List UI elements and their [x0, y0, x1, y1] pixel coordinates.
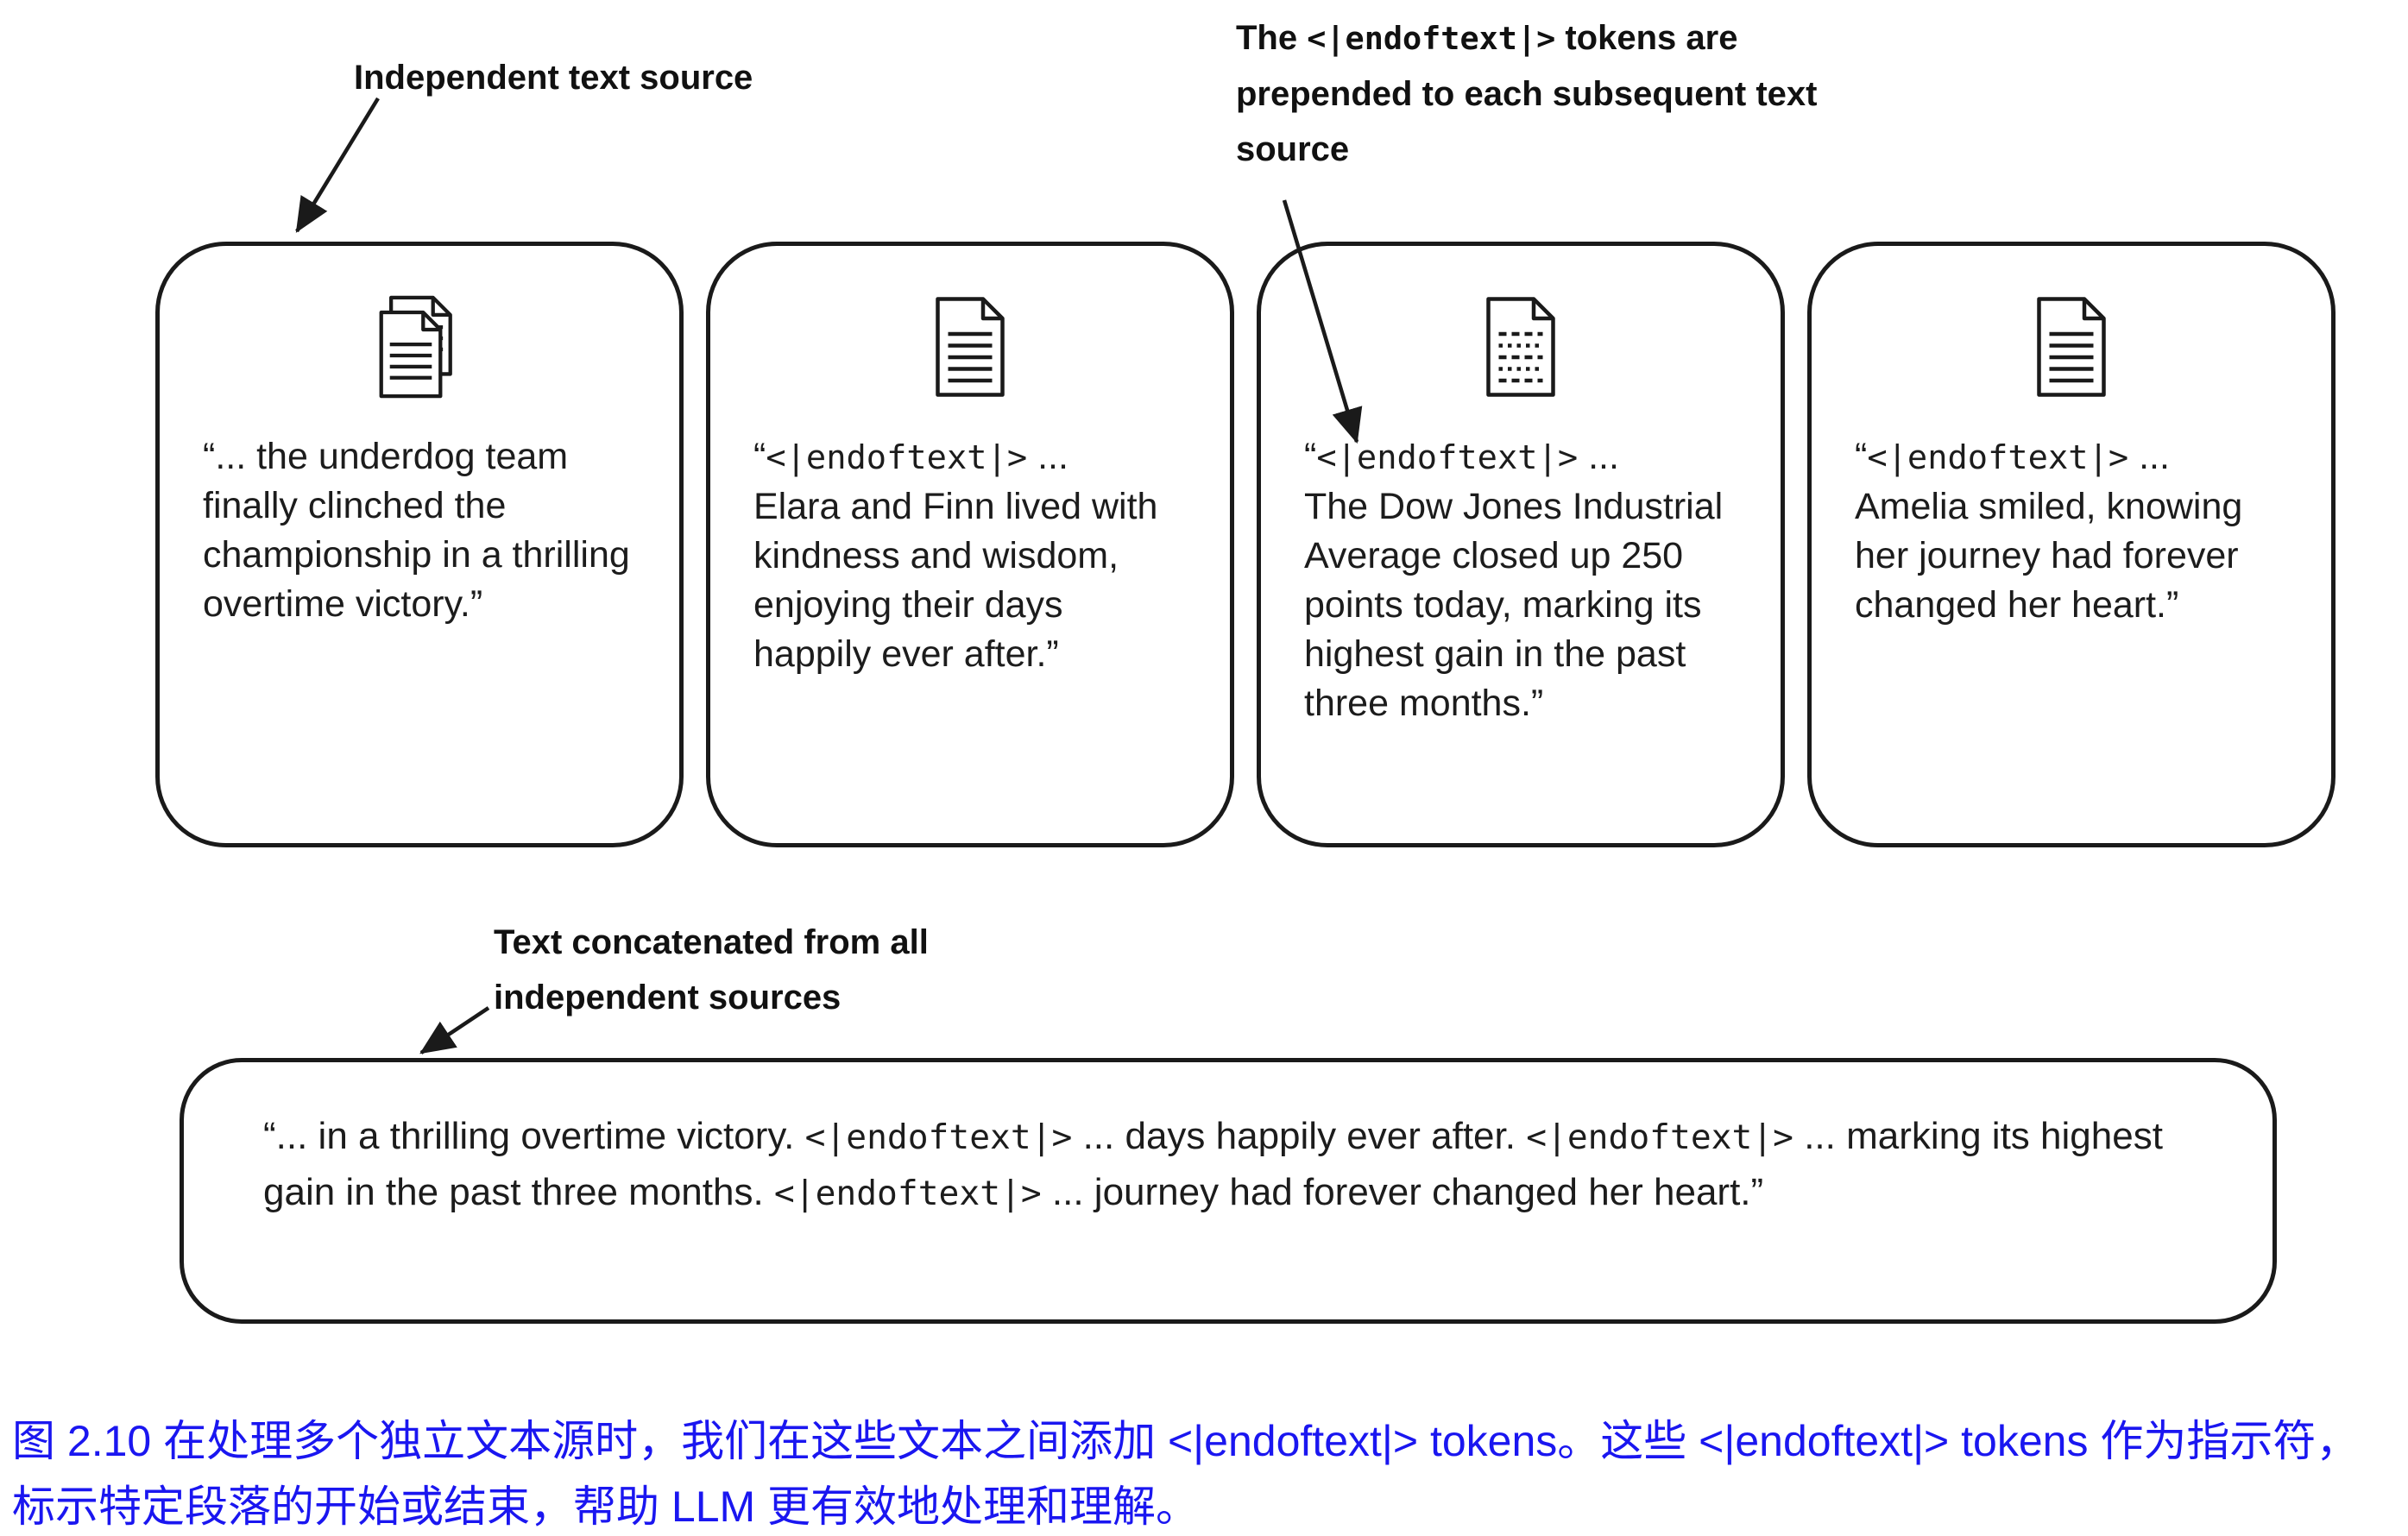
figure-caption: 图 2.10 在处理多个独立文本源时，我们在这些文本之间添加 <|endofte…	[12, 1417, 2360, 1531]
text-source-card-1: “... the underdog team finally clinched …	[155, 242, 684, 847]
arrow-independent-source	[295, 97, 380, 233]
document-icon	[2030, 289, 2113, 405]
documents-icon	[371, 289, 468, 405]
concatenated-text: “... in a thrilling overtime victory. <|…	[263, 1115, 2163, 1213]
text-source-3-text: “<|endoftext|> ...The Dow Jones Industri…	[1304, 436, 1724, 724]
annotation-endoftext-prepended: The <|endoftext|> tokens are prepended t…	[1236, 19, 1818, 168]
annotation-independent-text-source: Independent text source	[354, 59, 753, 97]
text-source-card-2: “<|endoftext|> ...Elara and Finn lived w…	[706, 242, 1234, 847]
concatenated-text-box: “... in a thrilling overtime victory. <|…	[180, 1058, 2277, 1324]
document-dashed-icon	[1479, 289, 1562, 405]
text-source-1-text: “... the underdog team finally clinched …	[203, 436, 630, 625]
arrow-concatenated	[419, 1006, 490, 1054]
text-source-card-4: “<|endoftext|> ...Amelia smiled, knowing…	[1807, 242, 2336, 847]
text-source-4-text: “<|endoftext|> ...Amelia smiled, knowing…	[1855, 436, 2243, 626]
document-icon	[929, 289, 1012, 405]
text-source-2-text: “<|endoftext|> ...Elara and Finn lived w…	[753, 436, 1158, 675]
text-source-cards-row: “... the underdog team finally clinched …	[155, 242, 2336, 847]
text-source-card-3: “<|endoftext|> ...The Dow Jones Industri…	[1257, 242, 1785, 847]
